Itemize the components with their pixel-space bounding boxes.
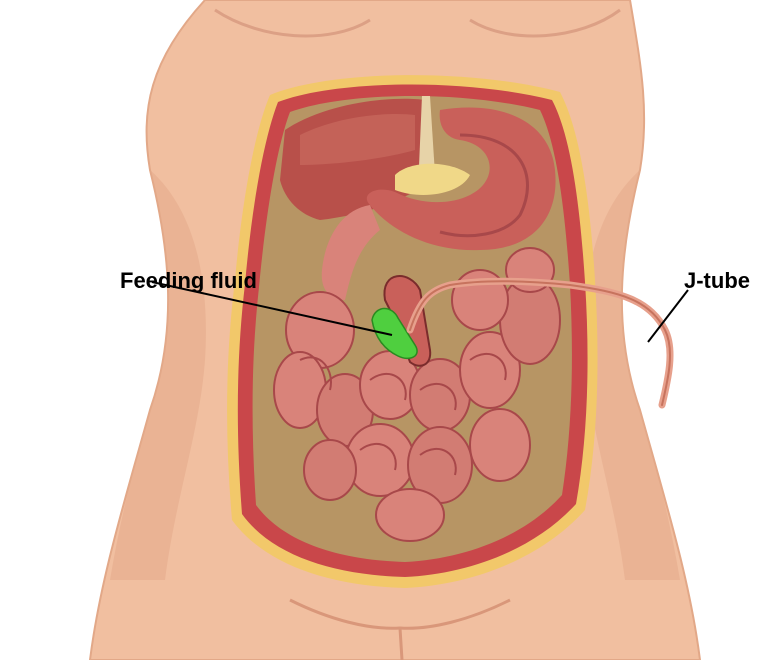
groin-center xyxy=(400,628,402,660)
feeding-fluid-label: Feeding fluid xyxy=(120,270,257,292)
j-tube-label: J-tube xyxy=(684,270,750,292)
